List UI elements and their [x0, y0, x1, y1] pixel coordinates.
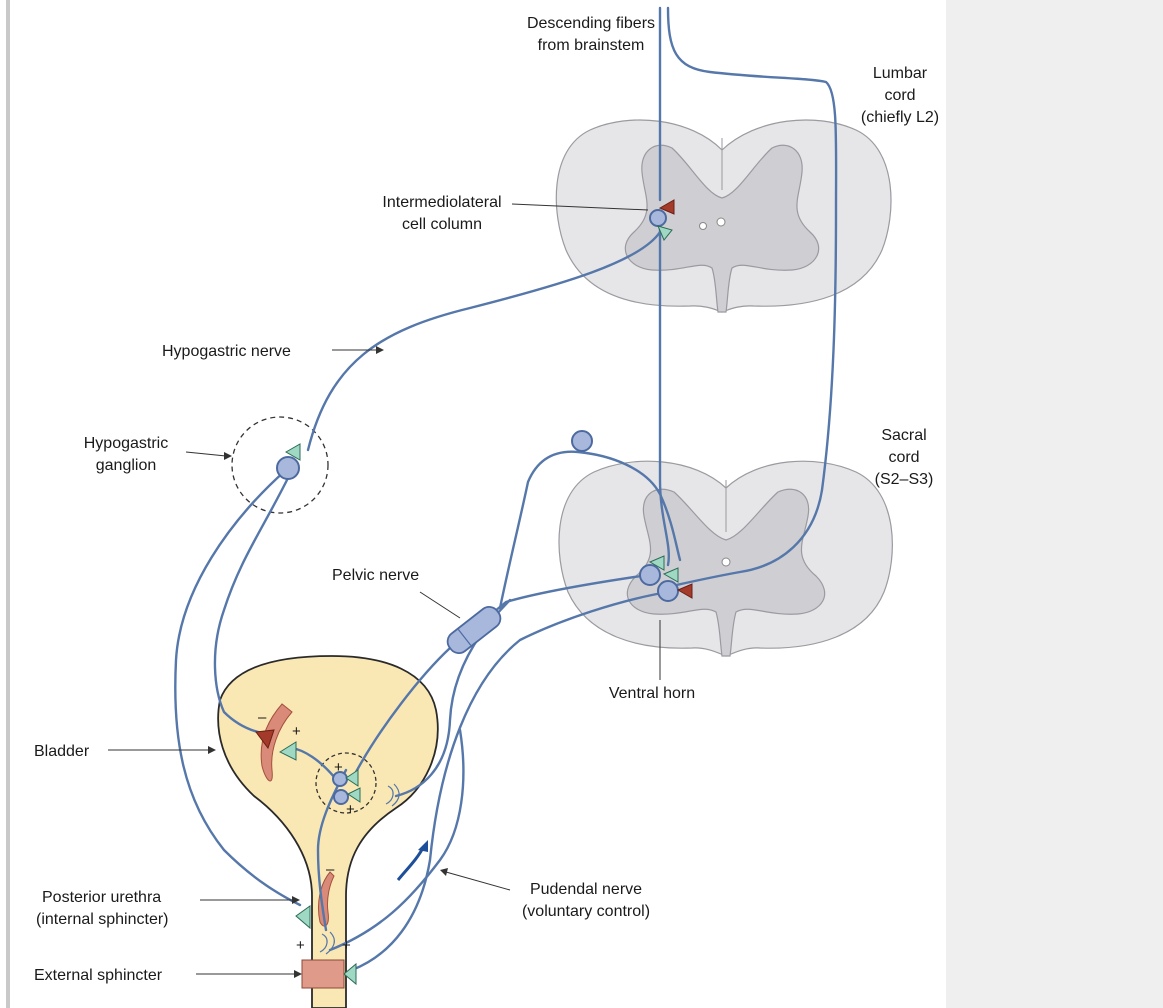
descending-fibers-label-line2: from brainstem [538, 37, 645, 54]
urethral-afferent [328, 728, 465, 952]
lumbar-cord-label-line1: Lumbar [873, 65, 928, 82]
lumbar-preganglionic-neuron [649, 209, 667, 227]
lumbar-cord-gray-matter [624, 144, 820, 313]
bladder-organ [217, 655, 439, 1008]
hypogastric-ganglion-label-line2: ganglion [96, 457, 157, 474]
micturition-diagram: – + + + – + + Descending fibers from bra… [34, 6, 939, 1008]
pudendal-nerve-label-line2: (voluntary control) [522, 903, 650, 920]
inhibitory-terminal-lumbar [658, 199, 675, 215]
sacral-motor-neuron [657, 580, 679, 602]
sign-minus-urethra: – [326, 861, 335, 878]
sacral-cord-gray-matter [626, 488, 826, 657]
external-sphincter-label: External sphincter [34, 967, 163, 984]
leader-lines [108, 203, 661, 978]
diagram-labels: Descending fibers from brainstem Lumbar … [34, 15, 939, 984]
sacral-preganglionic-neuron [639, 564, 661, 586]
lumbar-cord-label-line2: cord [884, 87, 915, 104]
excitatory-terminal-sacral-upper [648, 555, 665, 571]
sign-plus-external-right: + [342, 937, 351, 954]
lumbar-cord-section [555, 119, 892, 313]
polarity-signs: – + + + – + + [258, 709, 355, 954]
excitatory-terminal-ganglion-lower [347, 787, 361, 803]
excitatory-terminal-detrusor [278, 741, 297, 761]
hypogastric-to-bladder [213, 476, 290, 735]
hypogastric-ganglion-neuron [276, 456, 300, 480]
dorsal-root-ganglion-neuron [571, 430, 593, 452]
sacral-cord-label-line2: cord [888, 449, 919, 466]
left-margin-rule [0, 0, 10, 1008]
excitatory-terminal-internal-sphincter [295, 905, 311, 930]
posterior-urethra-label-line1: Posterior urethra [42, 889, 161, 906]
external-sphincter-block [301, 959, 345, 989]
afferent-direction-arrow [396, 845, 426, 881]
urethra-receptor-ending [319, 931, 335, 955]
excitatory-terminal-ganglion-upper [345, 769, 359, 787]
posterior-urethra-label-line2: (internal sphincter) [36, 911, 169, 928]
descending-fibers-label-line1: Descending fibers [527, 15, 655, 32]
hypogastric-ganglion-ring [231, 416, 329, 514]
excitatory-terminal-sacral-mid [662, 567, 679, 583]
intermediolateral-label-line1: Intermediolateral [382, 194, 501, 211]
lumbar-central-canal [716, 217, 726, 227]
excitatory-terminal-external-sphincter [343, 962, 357, 986]
sign-plus-ganglion-lower: + [346, 801, 355, 818]
sacral-cord-label-line1: Sacral [881, 427, 926, 444]
pelvic-nerve-upper [498, 450, 682, 610]
ventral-horn-label: Ventral horn [609, 685, 695, 702]
pelvic-nerve-label: Pelvic nerve [332, 567, 419, 584]
pudendal-nerve-path [350, 590, 670, 972]
hypogastric-nerve-label: Hypogastric nerve [162, 343, 291, 360]
excitatory-terminal-lumbar [657, 225, 673, 241]
inhibitory-terminal-detrusor [255, 729, 275, 750]
pudendal-nerve-label-line1: Pudendal nerve [530, 881, 642, 898]
intramural-ganglion-ring [315, 752, 377, 814]
sacral-central-canal [721, 557, 731, 567]
hypogastric-nerve-path [306, 230, 662, 452]
intermediolateral-label-line2: cell column [402, 216, 482, 233]
sign-plus-ganglion-upper: + [334, 759, 343, 776]
right-side-panel [946, 0, 1163, 1008]
hypogastric-ganglion-label-line1: Hypogastric [84, 435, 168, 452]
bladder-label: Bladder [34, 743, 90, 760]
excitatory-terminal-hypogastric [284, 443, 301, 461]
sacral-cord-section [558, 460, 893, 657]
pelvic-nerve-bundle [446, 605, 502, 655]
descending-fiber-to-sacral [658, 223, 670, 567]
hypogastric-to-urethra [174, 468, 302, 907]
descending-fiber-pudendal-route [666, 6, 838, 588]
inhibitory-terminal-sacral [676, 583, 693, 599]
lumbar-cord-label-line3: (chiefly L2) [861, 109, 939, 126]
sign-minus-detrusor: – [258, 709, 267, 726]
intramural-ganglion-neuron-lower [333, 789, 349, 805]
lumbar-small-circle [699, 222, 707, 230]
sign-plus-external-left: + [296, 937, 305, 954]
afferent-arrow-head [418, 840, 428, 852]
bladder-outline [217, 655, 439, 1008]
sign-plus-detrusor: + [292, 723, 301, 740]
sacral-cord-label-line3: (S2–S3) [875, 471, 934, 488]
